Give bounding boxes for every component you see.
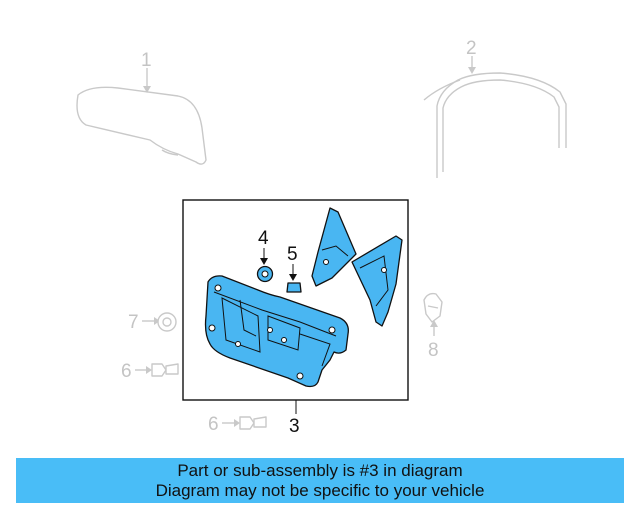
run-channel-part-2: 2 (423, 38, 567, 178)
regulator-assembly-box: 4 5 (182, 199, 409, 401)
module-panel (204, 275, 349, 388)
callout-6-left: 6 (121, 361, 132, 382)
callout-4: 4 (258, 228, 269, 249)
callout-3: 3 (289, 416, 300, 437)
callout-6-bottom: 6 (208, 414, 219, 435)
banner-line-1: Part or sub-assembly is #3 in diagram (177, 460, 463, 480)
banner-line-2: Diagram may not be specific to your vehi… (155, 480, 485, 500)
callout-1: 1 (141, 50, 152, 71)
bolt-part-6-left: 6 (121, 361, 179, 382)
bolt-part-6-bottom: 6 (208, 414, 267, 435)
door-glass-part-1: 1 (76, 50, 207, 165)
callout-2: 2 (466, 38, 477, 59)
clip-part-5 (286, 282, 302, 293)
grommet-part-7: 7 (128, 312, 177, 333)
callout-7: 7 (128, 312, 139, 333)
info-banner: Part or sub-assembly is #3 in diagram Di… (16, 458, 624, 503)
parts-diagram: 1 2 (76, 38, 567, 437)
clip-part-8: 8 (423, 292, 443, 361)
regulator-rail-rear (351, 235, 403, 327)
callout-8: 8 (428, 340, 439, 361)
callout-5: 5 (287, 244, 298, 265)
